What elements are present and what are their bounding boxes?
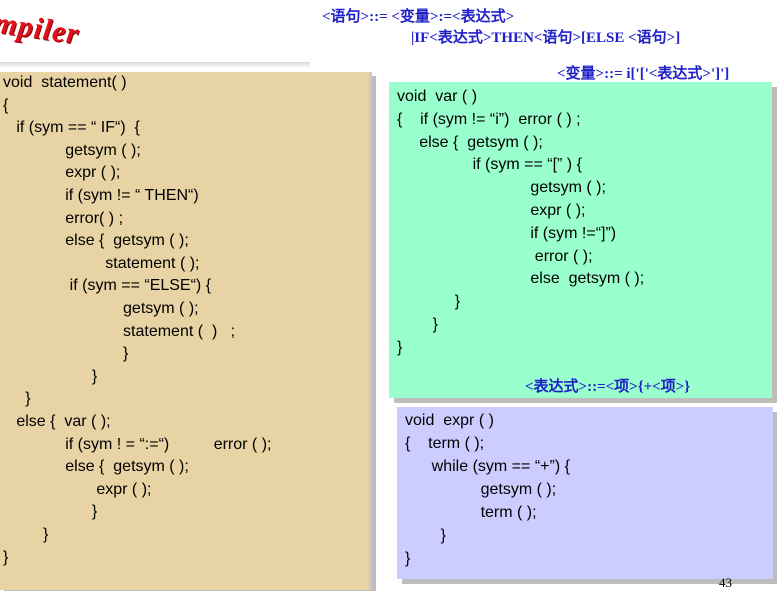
code-line: { if (sym != “i”) error ( ) ; [397,110,581,128]
code-line: } [405,550,411,567]
header-divider [0,62,310,68]
code-line: getsym ( ); [405,481,557,498]
code-line: } [3,390,31,408]
code-line: expr ( ); [3,164,121,182]
code-line: if (sym != “ THEN“) [3,187,199,204]
grammar-rule-statement: <语句>::= <变量>:=<表达式> [322,9,515,25]
code-line: void var ( ) [397,88,478,105]
code-line: else getsym ( ); [397,270,645,288]
code-line: while (sym == “+”) { [405,458,570,475]
code-line: getsym ( ); [3,141,141,159]
code-line: else { var ( ); [3,413,111,430]
code-line: if (sym == “[” ) { [397,156,582,174]
code-line: if (sym ! = “:=“) error ( ); [3,435,272,453]
code-line: statement ( ) ; [3,322,236,340]
var-code-panel: void var ( ) { if (sym != “i”) error ( ) … [389,82,772,398]
code-line: else { getsym ( ); [3,458,189,476]
code-line: if (sym !=“]”) [397,224,617,242]
logo-area: mpiler [0,0,310,70]
code-line: } [405,527,446,544]
code-line: expr ( ); [397,202,586,219]
code-line: getsym ( ); [397,179,606,197]
code-line: } [397,316,438,333]
compiler-logo: mpiler [0,6,82,51]
grammar-rule-statement-alt: |IF<表达式>THEN<语句>[ELSE <语句>] [411,30,681,46]
code-line: } [397,338,403,356]
code-line: { [3,96,9,114]
code-line: term ( ); [405,504,537,521]
code-line: } [3,367,98,385]
code-line: } [3,526,49,543]
code-line: if (sym == “ IF“) { [3,119,140,137]
code-line: statement ( ); [3,254,200,272]
code-line: error( ) ; [3,209,124,227]
code-line: else { getsym ( ); [397,133,543,151]
code-line: { term ( ); [405,435,485,452]
code-line: void statement( ) [3,74,127,91]
code-line: expr ( ); [3,480,152,498]
code-line: } [3,503,98,521]
code-line: error ( ); [397,247,593,265]
code-line: else { getsym ( ); [3,232,189,250]
page-number: 43 [719,575,732,590]
grammar-rule-variable: <变量>::= i['['<表达式>']'] [557,66,730,82]
expr-code-panel: void expr ( ) { term ( ); while (sym == “… [397,407,773,579]
code-line: getsym ( ); [3,300,199,317]
code-line: } [397,293,461,311]
statement-code-panel: void statement( ) { if (sym == “ IF“) { g… [0,72,372,590]
grammar-rule-expression: <表达式>::=<项>{+<项>} [525,379,691,395]
code-line: if (sym == “ELSE“) { [3,277,212,295]
code-line: } [3,548,9,566]
code-line: } [3,345,129,363]
code-line: void expr ( ) [405,412,494,429]
